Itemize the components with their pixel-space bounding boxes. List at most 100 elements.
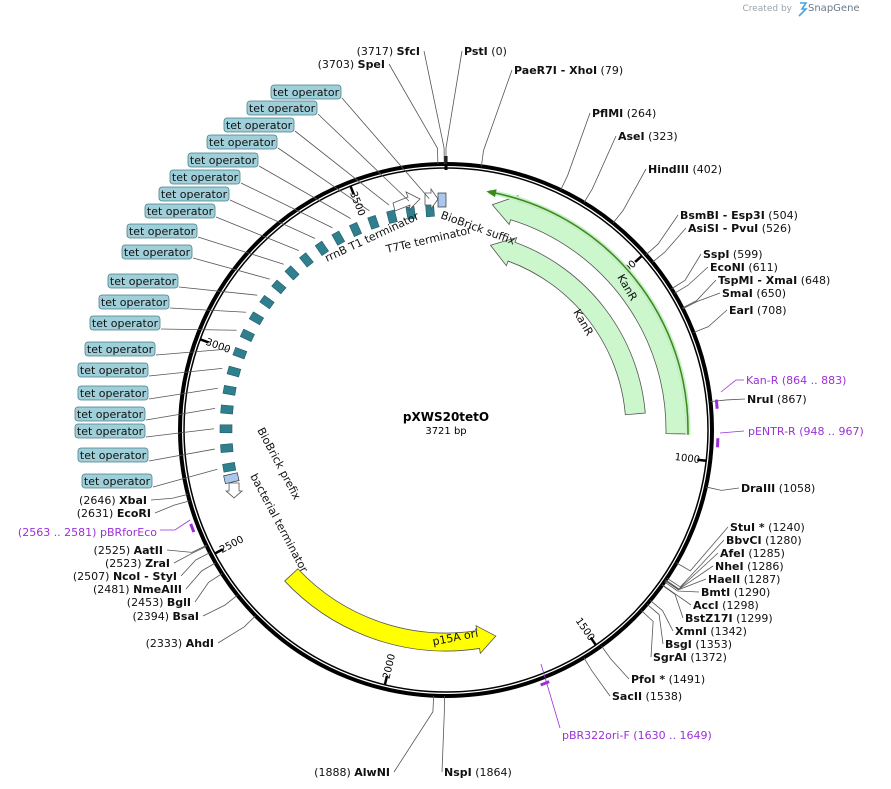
rrnb-terminator-arrow [392,191,421,212]
bacterial-terminator-label: bacterial terminator [247,471,310,575]
tet-operator-leader [148,448,215,462]
primer-leader-line [719,430,745,434]
tet-operator-label: tet operator [172,171,239,184]
site-leader-line [645,214,679,255]
site-leader-line [664,581,700,593]
tet-operator-label: tet operator [209,136,276,149]
tet-operator-leader [148,367,223,377]
kanr-inner-feature [489,236,646,416]
tet-operator-box [158,186,230,202]
restriction-site-label: PaeR7I - XhoI (79) [514,64,623,77]
tick-label: 2500 [218,534,246,556]
tick-mark [383,675,389,686]
site-leader-line [480,69,513,167]
restriction-site-label: (1888) AlwNI [314,766,390,779]
primer-leader-line [720,379,744,393]
tet-operator-leader [192,257,270,280]
tet-operator-block [226,365,242,378]
tet-operator-block [284,265,300,281]
tet-operator-label: tet operator [80,364,147,377]
plasmid-name: pXWS20tetO [403,410,489,424]
restriction-site-label: AfeI (1285) [720,547,785,560]
site-leader-line [441,695,445,773]
tet-operator-block [248,311,265,326]
restriction-site-label: (2394) BsaI [132,610,199,623]
tet-operator-leader [160,328,237,331]
restriction-site-label: (2646) XbaI [79,494,147,507]
restriction-site-label: (2563 .. 2581) pBRforEco [18,526,157,539]
primer-arrowhead [486,189,497,198]
tet-operator-block [222,461,237,473]
site-leader-line [217,615,256,644]
tet-operator-block [367,214,380,230]
restriction-site-label: (2523) ZraI [105,557,170,570]
tet-operator-label: tet operator [101,296,168,309]
restriction-site-label: PflMI (264) [592,107,656,120]
site-leader-line [682,279,717,309]
restriction-site-label: TspMI - XmaI (648) [718,274,830,287]
tet-operator-box [126,223,198,239]
tick-mark [349,185,355,195]
site-leader-line [180,552,211,577]
restriction-site-label: SgrAI (1372) [653,651,727,664]
restriction-site-label: PfoI * (1491) [631,673,705,686]
tet-operator-box [107,273,179,289]
tet-operator-block [299,252,314,268]
tet-operator-box [121,244,193,260]
site-leader-line [693,309,728,333]
p15a-ori-feature [284,568,497,655]
tet-operator-label: tet operator [226,119,293,132]
restriction-site-label: AsiSI - PvuI (526) [688,222,791,235]
site-leader-line [612,168,647,224]
tick-mark [697,458,707,463]
tet-operator-box [169,169,241,185]
tet-operator-block [219,424,233,434]
tick-label: 2000 [381,653,398,680]
tet-operator-block [239,328,255,342]
tet-operator-box [81,473,153,489]
restriction-site-label: (2481) NmeAIII [93,583,182,596]
tet-operator-box [206,134,278,150]
tet-operator-block [232,346,248,360]
restriction-site-label: StuI * (1240) [730,521,805,534]
restriction-site-label: (2453) BglI [127,596,191,609]
primer-leader-line [540,663,561,729]
tet-operator-box [246,100,318,116]
site-leader-line [662,584,692,606]
restriction-site-label: BsmBI - Esp3I (504) [680,209,798,222]
restriction-site-label: AccI (1298) [693,599,759,612]
tet-operator-box [144,203,216,219]
tet-operator-leader [277,147,370,212]
site-leader-line [671,253,702,290]
tet-operator-leader [341,97,430,199]
watermark-prefix: Created by [742,4,792,14]
biobrick-suffix-feature [437,192,447,208]
tet-operator-leader [145,407,216,421]
restriction-site-label: NspI (1864) [444,766,512,779]
restriction-sites-layer: PstI (0)PaeR7I - XhoI (79)PflMI (264)Ase… [18,45,864,779]
tet-operator-label: tet operator [80,449,147,462]
snapgene-watermark: Created by SnapGene [742,2,860,17]
site-leader-line [666,539,725,588]
restriction-site-label: EarI (708) [729,304,787,317]
tick-label: 1500 [573,616,597,643]
primer-binding-arc [488,191,689,435]
tet-operator-leader [258,165,351,219]
tet-operator-leader [178,286,258,296]
tet-operator-label: tet operator [87,343,154,356]
restriction-site-label: (2333) AhdI [146,637,214,650]
tet-operator-box [74,406,146,422]
site-leader-line [682,292,721,310]
restriction-site-label: NruI (867) [747,393,807,406]
site-leader-line [202,594,238,617]
tet-operator-leader [169,307,247,313]
tet-operator-label: tet operator [80,387,147,400]
restriction-site-label: PstI (0) [464,45,507,58]
tick-mark [634,255,643,263]
site-leader-line [601,645,630,680]
tet-operator-block [314,240,329,256]
tet-operator-box [270,84,342,100]
tick-label: 1000 [674,452,701,466]
tet-operator-block [386,209,398,224]
restriction-site-label: (3717) SfcI [357,45,420,58]
